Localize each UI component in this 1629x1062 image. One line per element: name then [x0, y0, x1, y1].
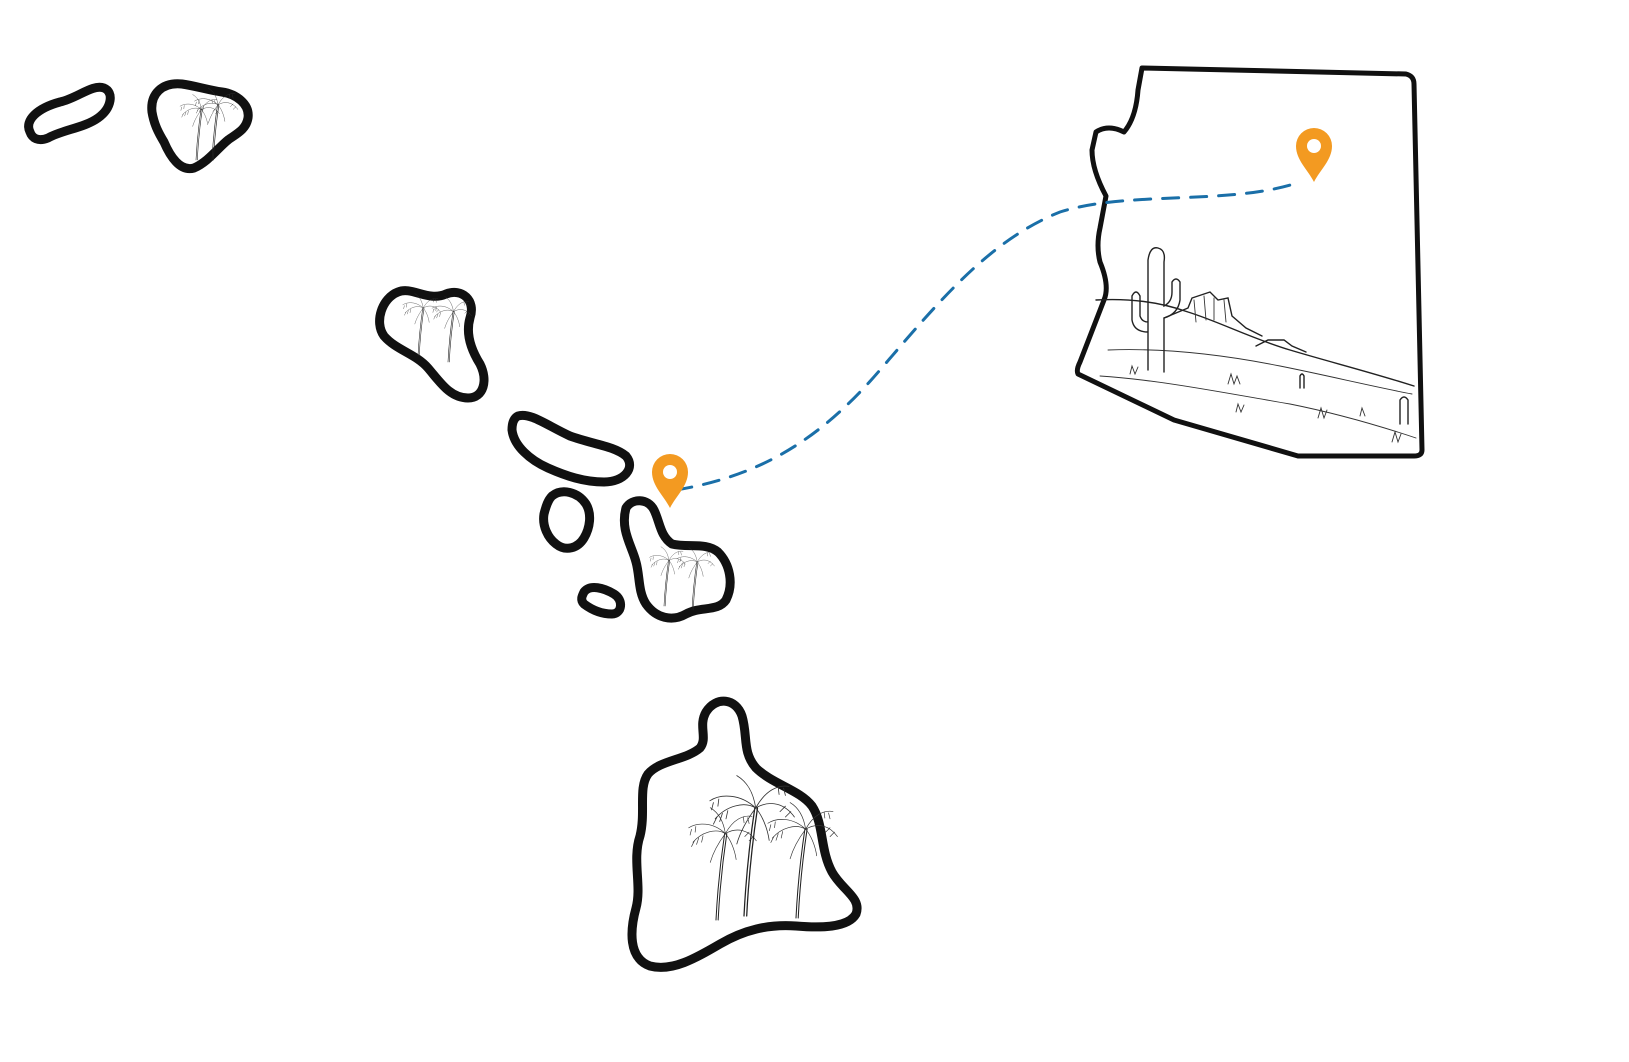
- origin-pin[interactable]: [652, 454, 688, 508]
- island-kahoolawe: [577, 583, 625, 619]
- mesa-icon: [1163, 291, 1263, 337]
- island-molokai: [507, 410, 635, 487]
- island-oahu: [375, 286, 489, 403]
- hawaii-islands: [24, 79, 862, 972]
- map-pin-icon: [652, 454, 688, 508]
- island-lanai: [539, 487, 595, 553]
- arizona-state: [1074, 65, 1425, 459]
- island-niihau: [24, 82, 115, 145]
- destination-pin[interactable]: [1296, 128, 1332, 182]
- arizona-outline: [1074, 65, 1425, 459]
- desert-scene: [1095, 247, 1417, 444]
- island-hawaii-big-island: [627, 696, 862, 972]
- cactus-icon: [1131, 247, 1181, 373]
- island-maui: [619, 496, 735, 623]
- route-dashed-line: [674, 180, 1302, 492]
